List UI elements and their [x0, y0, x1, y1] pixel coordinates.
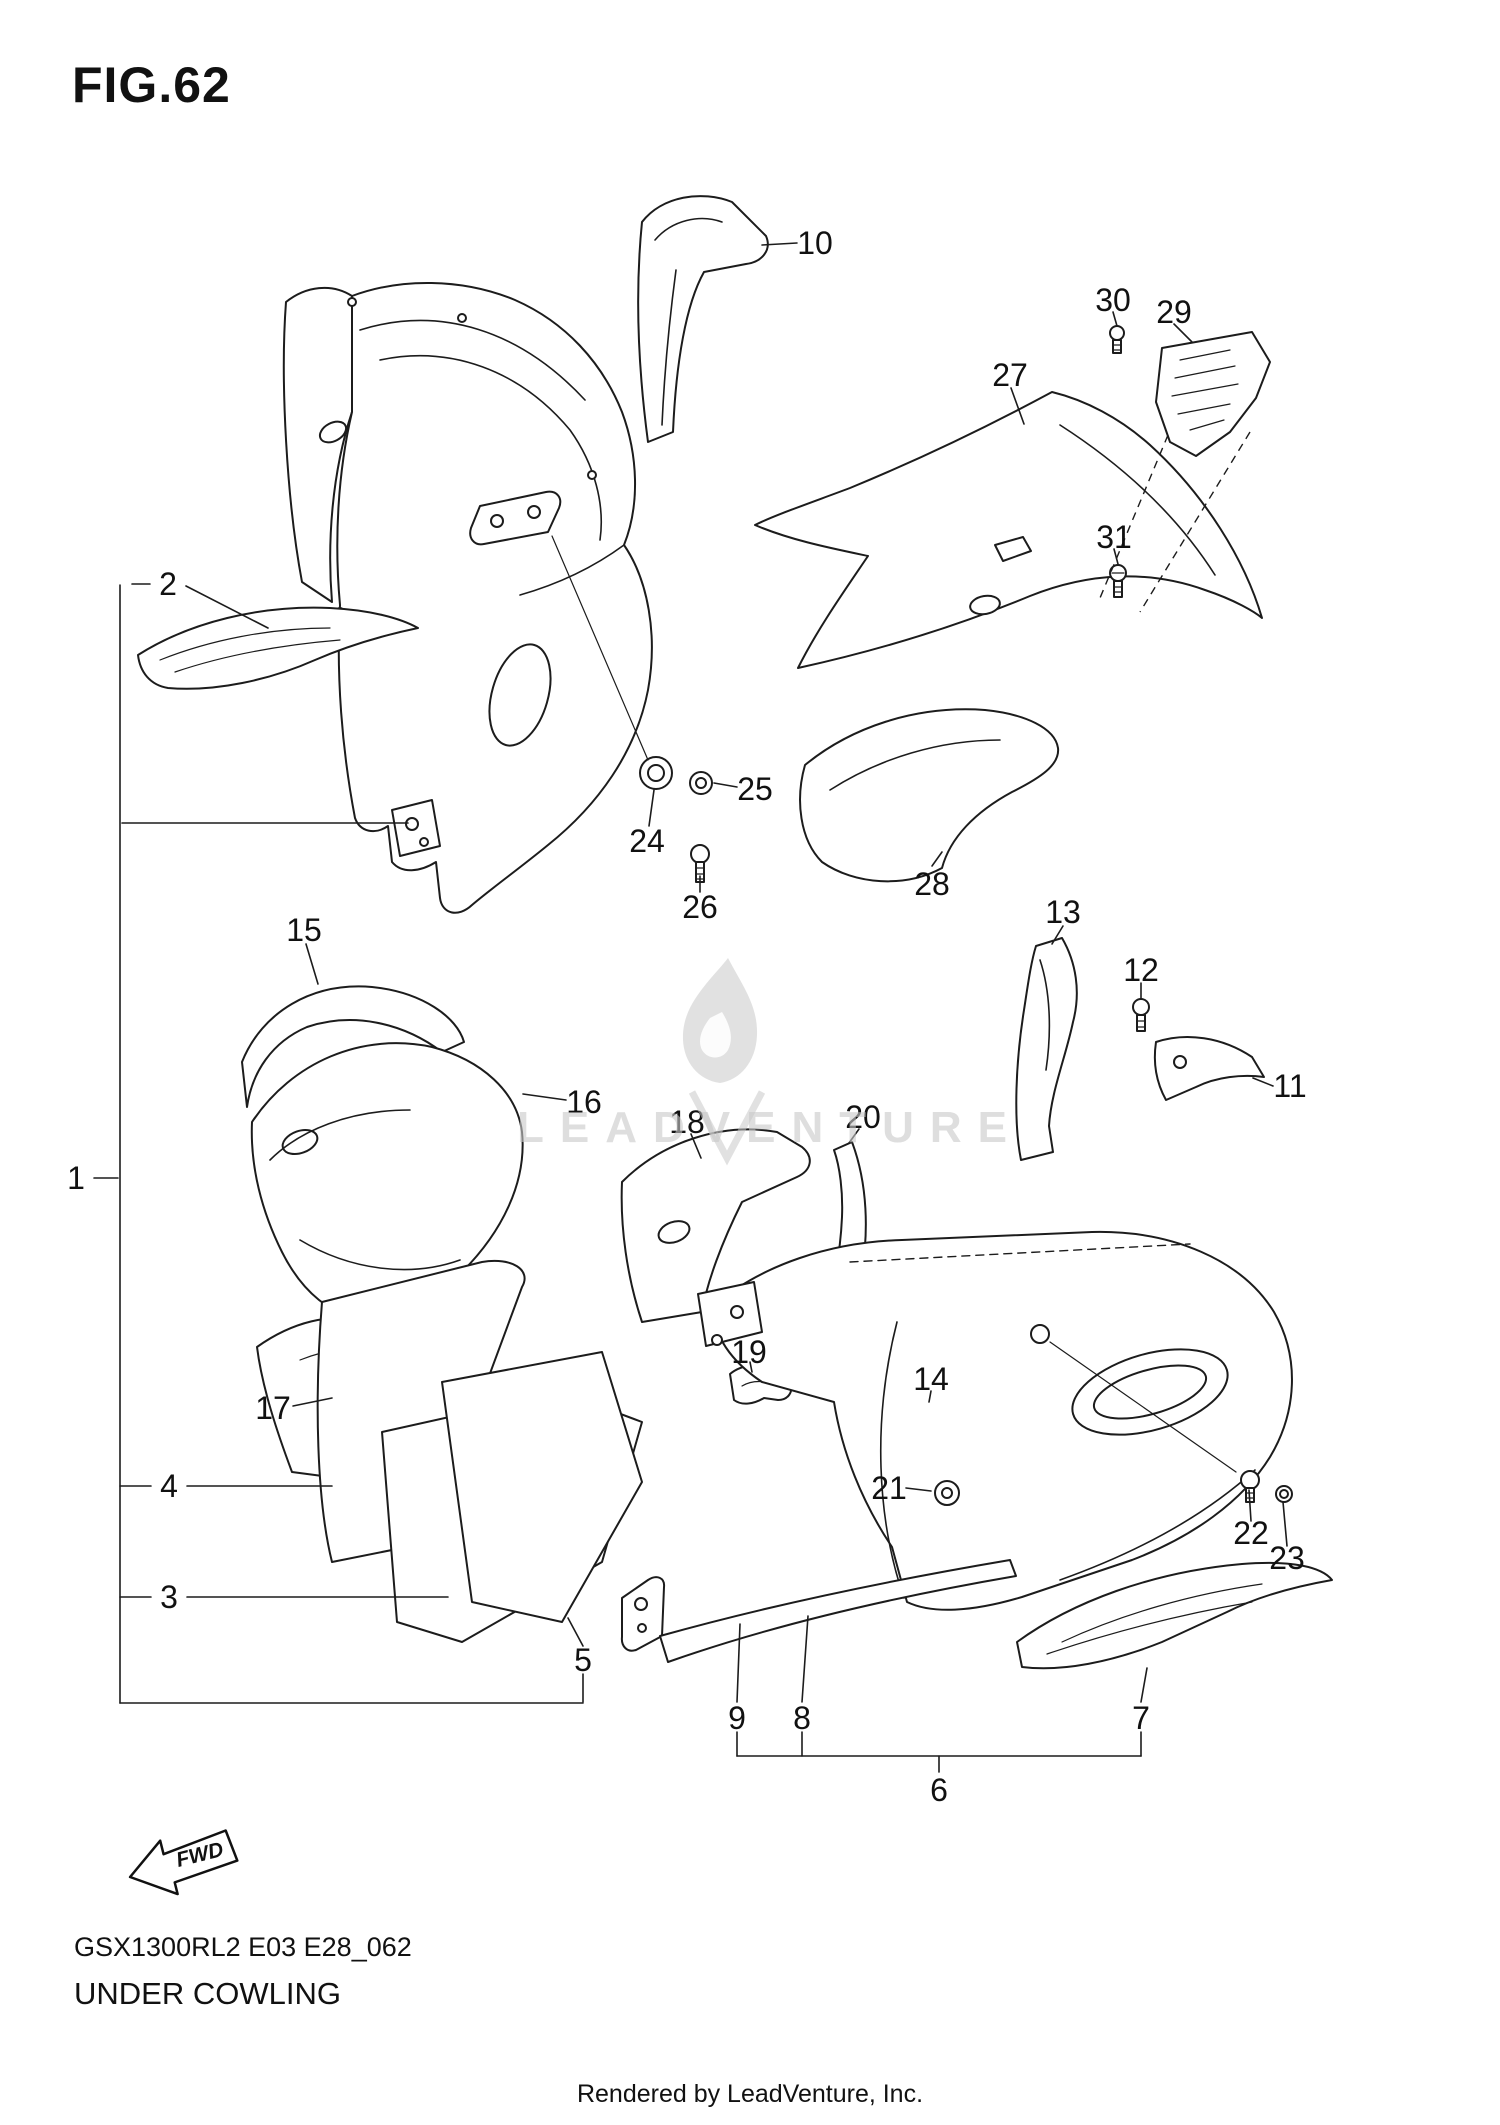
callout-26: 26 — [682, 889, 718, 925]
part-30-screw — [1109, 325, 1125, 354]
part-21-grommet — [934, 1480, 960, 1506]
part-2-decal — [137, 606, 419, 690]
part-4-sheet — [316, 1259, 526, 1563]
part-lower-cowling — [697, 1230, 1293, 1611]
callout-21: 21 — [871, 1470, 907, 1506]
callout-17: 17 — [255, 1390, 291, 1426]
callout-2: 2 — [159, 566, 177, 602]
callout-27: 27 — [992, 357, 1028, 393]
callout-10: 10 — [797, 225, 833, 261]
callout-20: 20 — [845, 1099, 881, 1135]
part-25-washer — [689, 771, 713, 795]
callout-16: 16 — [566, 1084, 602, 1120]
part-26-bolt — [690, 844, 710, 883]
callout-23: 23 — [1269, 1540, 1305, 1576]
part-bottom-bracket — [620, 1559, 1017, 1663]
model-code: GSX1300RL2 E03 E28_062 — [74, 1932, 412, 1962]
callout-19: 19 — [731, 1334, 767, 1370]
fwd-arrow-icon — [128, 1829, 239, 1896]
callout-11: 11 — [1273, 1068, 1306, 1104]
callout-12: 12 — [1123, 952, 1159, 988]
part-24-grommet — [639, 756, 673, 790]
callout-28: 28 — [914, 866, 950, 902]
figure-name: UNDER COWLING — [74, 1976, 341, 2011]
callout-22: 22 — [1233, 1515, 1269, 1551]
watermark-text: LEADVENTURE — [517, 1103, 1023, 1152]
watermark: LEADVENTURE — [517, 958, 1023, 1166]
part-27-side-panel — [754, 391, 1263, 669]
callout-4: 4 — [160, 1468, 178, 1504]
callout-14: 14 — [913, 1361, 949, 1397]
part-13-bracket — [1015, 937, 1078, 1161]
v-logo-icon — [688, 1090, 766, 1166]
part-18-panel — [620, 1128, 811, 1323]
leader-lines — [93, 242, 1288, 1773]
render-credit: Rendered by LeadVenture, Inc. — [576, 2080, 924, 2108]
fwd-arrow: FWD — [128, 1829, 239, 1896]
callout-5: 5 — [574, 1642, 592, 1678]
callout-29: 29 — [1156, 294, 1192, 330]
callout-1: 1 — [67, 1160, 85, 1196]
part-10-bracket — [637, 195, 769, 443]
part-upper-cowling — [282, 282, 653, 914]
assembly-dashed-lines — [1099, 431, 1251, 613]
part-12-screw — [1132, 998, 1150, 1032]
callout-30: 30 — [1095, 282, 1131, 318]
callout-3: 3 — [160, 1579, 178, 1615]
part-23-washer — [1275, 1485, 1293, 1503]
callout-7: 7 — [1132, 1700, 1150, 1736]
part-15-molding — [241, 985, 465, 1108]
part-7-decal — [1016, 1561, 1333, 1670]
callout-15: 15 — [286, 912, 322, 948]
callout-6: 6 — [930, 1772, 948, 1808]
part-31-screw — [1109, 564, 1127, 598]
part-16-panel — [250, 1042, 524, 1322]
callout-31: 31 — [1096, 519, 1132, 555]
callout-8: 8 — [793, 1700, 811, 1736]
callout-24: 24 — [629, 823, 665, 859]
callout-labels: 10 30 29 27 31 2 25 24 26 28 13 12 11 15… — [67, 225, 1307, 1808]
part-11-bracket — [1153, 1036, 1265, 1101]
part-28-panel — [799, 708, 1060, 883]
callout-9: 9 — [728, 1700, 746, 1736]
part-inner-stay — [469, 490, 562, 546]
part-29-bracket — [1155, 331, 1271, 457]
callout-25: 25 — [737, 771, 773, 807]
part-5-sheet — [441, 1351, 643, 1623]
callout-13: 13 — [1045, 894, 1081, 930]
figure-title: FIG.62 — [72, 57, 231, 113]
